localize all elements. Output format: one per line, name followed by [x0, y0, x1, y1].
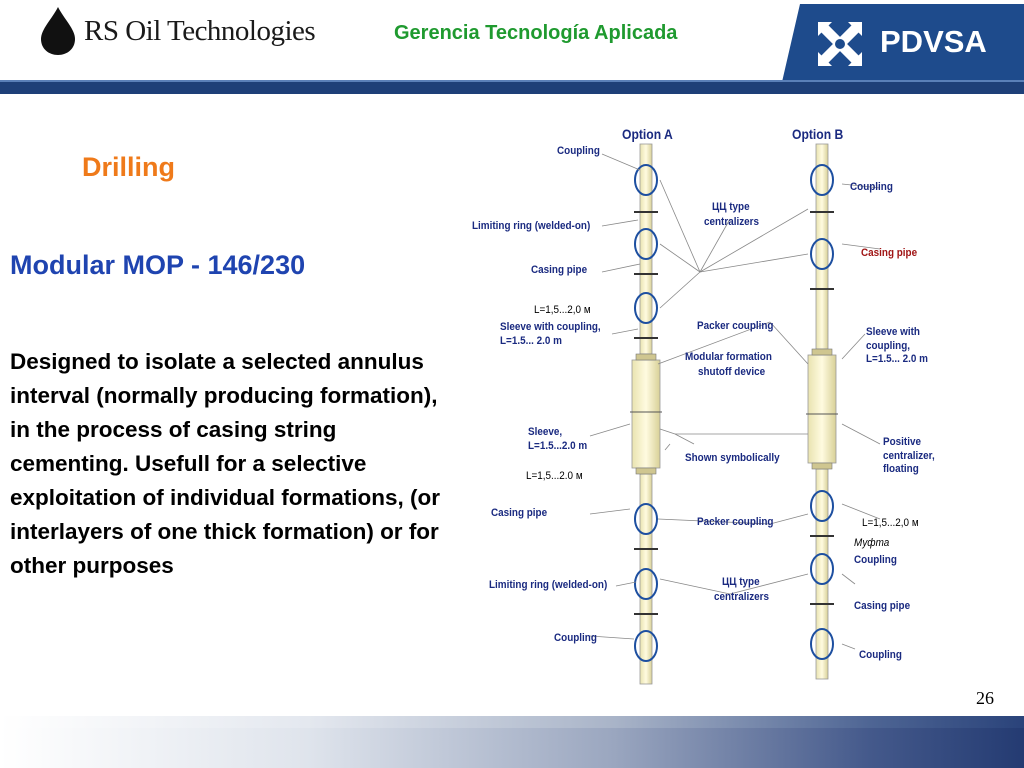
option-b-string [806, 143, 838, 680]
label-coupling-b-bot: Coupling [859, 649, 902, 661]
company-logo-text: RS Oil Technologies [84, 14, 316, 47]
label-sleeve-coupling-b-2: coupling, [866, 340, 911, 352]
pdvsa-logo-text: PDVSA [880, 24, 987, 59]
label-coupling-b-mid: Coupling [854, 554, 897, 566]
label-limiting-ring-a-bot: Limiting ring (welded-on) [489, 579, 608, 591]
label-positive-centralizer-1: Positive [883, 436, 921, 448]
label-sleeve-coupling-a-length: L=1.5... 2.0 m [500, 335, 562, 347]
option-a-label: Option A [622, 127, 673, 142]
option-a-string [630, 143, 662, 685]
label-positive-centralizer-2: centralizer, [883, 450, 935, 462]
label-casing-pipe-b-bot: Casing pipe [854, 600, 911, 612]
footer-band [0, 728, 1024, 768]
rs-oil-logo: RS Oil Technologies [38, 4, 316, 58]
label-centralizers-top-1: ЦЦ type [712, 201, 750, 213]
label-modular-device-2: shutoff device [698, 366, 766, 378]
label-centralizers-top-2: centralizers [704, 216, 760, 228]
label-centralizers-bot-2: centralizers [714, 591, 770, 603]
label-sleeve-coupling-b-1: Sleeve with [866, 326, 920, 338]
leader-lines [589, 153, 881, 650]
pdvsa-emblem-icon [766, 4, 1024, 82]
page-number: 26 [976, 688, 994, 708]
label-coupling-a-top: Coupling [557, 145, 600, 157]
slide-body-text: Designed to isolate a selected annulus i… [10, 349, 441, 578]
label-coupling-b-top: Coupling [850, 181, 893, 193]
label-length-a-top: L=1,5...2,0 м [534, 304, 591, 316]
label-length-b: L=1,5...2,0 м [862, 517, 919, 529]
label-packer-coupling-top: Packer coupling [697, 320, 774, 332]
label-casing-pipe-b-top: Casing pipe [861, 247, 918, 259]
label-sleeve-a-length: L=1.5...2.0 m [528, 440, 588, 452]
label-packer-coupling-bot: Packer coupling [697, 516, 774, 528]
label-limiting-ring-a-top: Limiting ring (welded-on) [472, 220, 591, 232]
option-b-label: Option B [792, 127, 844, 142]
label-length-a-mid: L=1,5...2.0 м [526, 470, 583, 482]
label-sleeve-a: Sleeve, [528, 426, 563, 438]
label-shown-symbolically: Shown symbolically [685, 452, 780, 464]
casing-string-diagram: Option A Option B Coupling Limiting ring… [470, 124, 1020, 690]
label-mufta: Муфта [854, 537, 890, 549]
label-coupling-a-bot: Coupling [554, 632, 597, 644]
section-title: Drilling [82, 152, 175, 182]
slide-header: RS Oil Technologies Gerencia Tecnología … [0, 0, 1024, 86]
label-casing-pipe-a-top: Casing pipe [531, 264, 588, 276]
label-positive-centralizer-3: floating [883, 463, 919, 475]
diagram-drawing [589, 143, 881, 685]
label-centralizers-bot-1: ЦЦ type [722, 576, 760, 588]
label-sleeve-coupling-a: Sleeve with coupling, [500, 321, 601, 333]
label-modular-device-1: Modular formation [685, 351, 772, 363]
header-rule [0, 82, 1024, 94]
header-title: Gerencia Tecnología Aplicada [394, 22, 678, 44]
header-rule-highlight [0, 80, 1024, 83]
label-casing-pipe-a-bot: Casing pipe [491, 507, 548, 519]
label-sleeve-coupling-b-3: L=1.5... 2.0 m [866, 353, 928, 365]
pdvsa-logo [766, 4, 1024, 82]
oil-drop-icon [41, 7, 75, 55]
slide-subtitle: Modular MOP - 146/230 [10, 250, 306, 280]
